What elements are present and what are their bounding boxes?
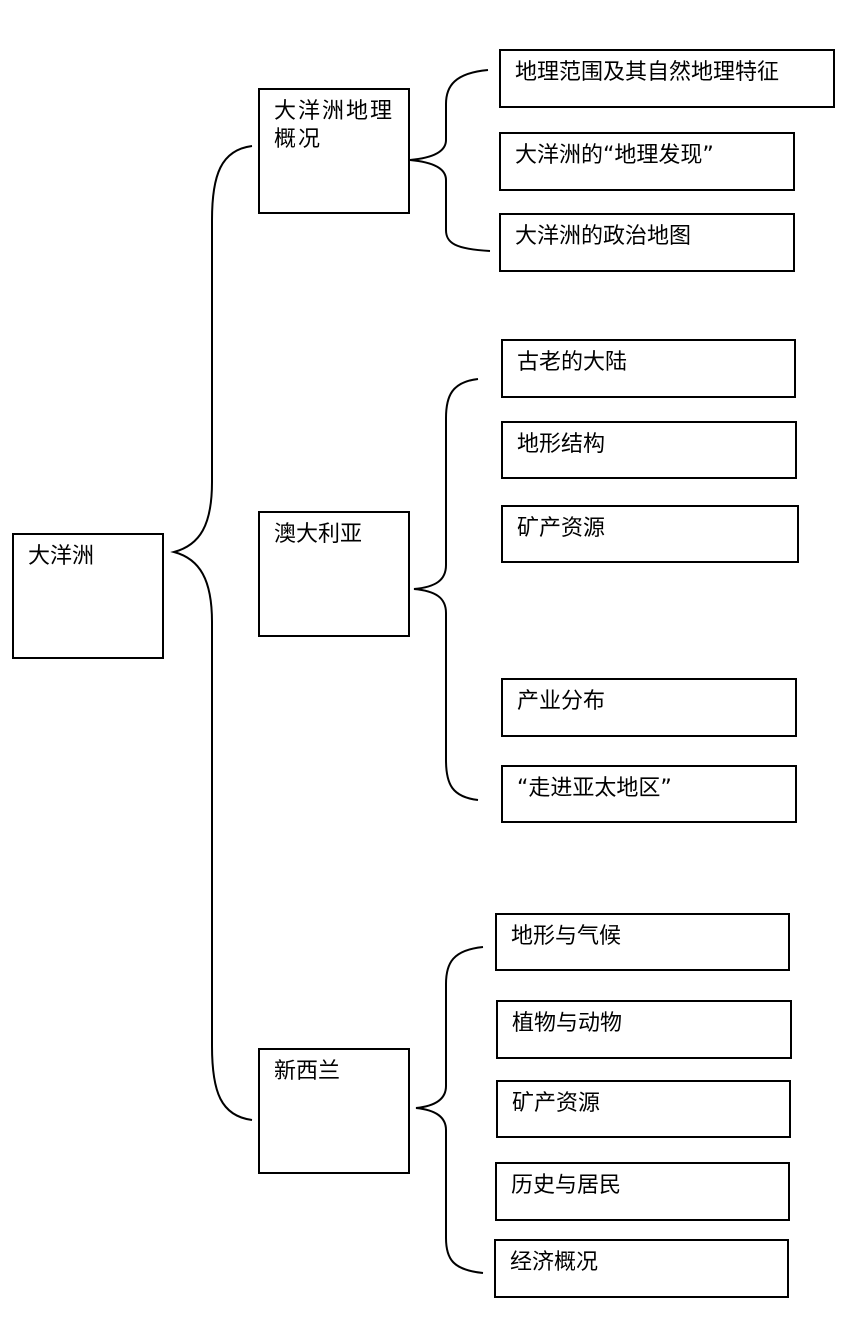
leaf-node: 历史与居民 <box>495 1162 790 1221</box>
leaf-node: 大洋洲的政治地图 <box>499 213 795 272</box>
leaf-label: 产业分布 <box>517 689 606 714</box>
leaf-label: 大洋洲的“地理发现” <box>515 143 714 168</box>
leaf-label: 经济概况 <box>510 1250 599 1275</box>
leaf-node: 地形结构 <box>501 421 797 479</box>
branch-label: 大洋洲地理概况 <box>274 99 395 152</box>
branch-label: 新西兰 <box>274 1059 341 1084</box>
leaf-node: 地理范围及其自然地理特征 <box>499 49 835 108</box>
leaf-label: 矿产资源 <box>517 516 606 541</box>
branch-brace-1 <box>409 69 491 252</box>
root-brace <box>170 145 253 1121</box>
leaf-node: 矿产资源 <box>496 1080 791 1138</box>
root-node: 大洋洲 <box>12 533 164 659</box>
leaf-node: 植物与动物 <box>496 1000 792 1059</box>
branch-node-overview: 大洋洲地理概况 <box>258 88 410 214</box>
branch-label: 澳大利亚 <box>274 522 363 547</box>
leaf-node: “走进亚太地区” <box>501 765 797 823</box>
leaf-node: 地形与气候 <box>495 913 790 971</box>
leaf-label: 历史与居民 <box>511 1173 622 1198</box>
leaf-label: 矿产资源 <box>512 1091 601 1116</box>
branch-brace-3 <box>415 946 484 1274</box>
leaf-node: 矿产资源 <box>501 505 799 563</box>
branch-brace-2 <box>413 378 479 801</box>
root-label: 大洋洲 <box>28 544 95 569</box>
leaf-node: 产业分布 <box>501 678 797 737</box>
leaf-label: 古老的大陆 <box>517 350 628 375</box>
leaf-node: 古老的大陆 <box>501 339 796 398</box>
leaf-label: 地理范围及其自然地理特征 <box>515 60 780 85</box>
leaf-label: 植物与动物 <box>512 1011 623 1036</box>
branch-node-australia: 澳大利亚 <box>258 511 410 637</box>
leaf-node: 大洋洲的“地理发现” <box>499 132 795 191</box>
leaf-label: “走进亚太地区” <box>517 776 672 801</box>
leaf-label: 地形与气候 <box>511 924 622 949</box>
leaf-label: 大洋洲的政治地图 <box>515 224 692 249</box>
branch-node-new-zealand: 新西兰 <box>258 1048 410 1174</box>
leaf-label: 地形结构 <box>517 432 606 457</box>
leaf-node: 经济概况 <box>494 1239 789 1298</box>
